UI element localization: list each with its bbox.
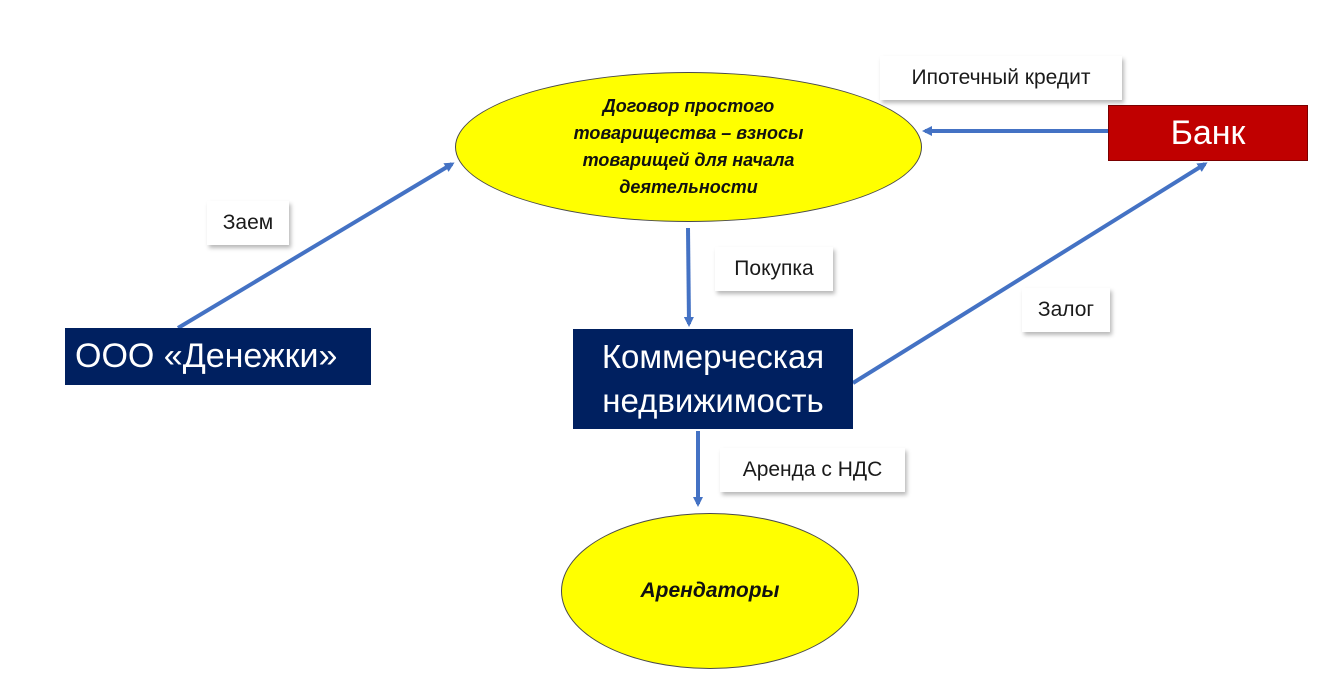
arrow-pledge [851,162,1208,385]
partnership-agreement-text: Договор простого товарищества – взносы т… [544,93,834,201]
commercial-real-estate-line-2: недвижимость [602,382,824,419]
partnership-agreement-line-2: товарищества – взносы [573,123,804,143]
commercial-real-estate-node: Коммерческая недвижимость [573,329,853,429]
commercial-real-estate-text: Коммерческая недвижимость [602,335,824,423]
company-label: ООО «Денежки» [75,337,338,375]
purchase-label: Покупка [715,247,833,291]
company-node: ООО «Денежки» [65,328,371,385]
arrow-loan [176,162,455,330]
mortgage-label: Ипотечный кредит [880,56,1122,100]
arrow-purchase [683,227,694,327]
loan-label: Заем [207,201,289,245]
partnership-agreement-line-1: Договор простого [602,96,775,116]
rent-with-vat-label: Аренда с НДС [720,448,905,492]
commercial-real-estate-line-1: Коммерческая [601,338,825,375]
bank-label: Банк [1170,113,1246,152]
partnership-agreement-node: Договор простого товарищества – взносы т… [455,72,922,222]
bank-node: Банк [1108,105,1308,161]
partnership-agreement-line-3: товарищей для начала [582,150,795,170]
pledge-label: Залог [1022,288,1110,332]
tenants-label: Арендаторы [640,579,780,602]
tenants-node: Арендаторы [561,513,859,669]
partnership-agreement-line-4: деятельности [619,177,758,197]
